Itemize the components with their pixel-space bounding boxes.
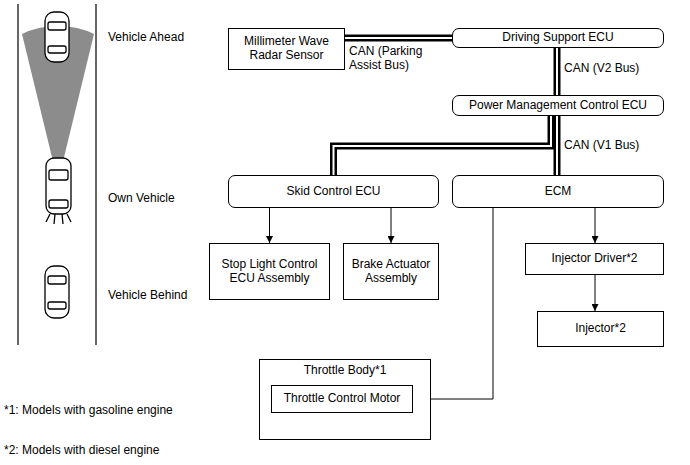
signal-line [269, 208, 270, 243]
signal-line [595, 275, 596, 311]
component-box: Stop Light Control ECU Assembly [209, 243, 330, 300]
box-label: Driving Support ECU [502, 31, 613, 45]
ecu-box: Power Management Control ECU [452, 95, 664, 116]
bus-gap [334, 116, 552, 175]
can-bus-line [557, 116, 558, 175]
box-label: Throttle Body*1 [304, 364, 387, 378]
vehicle-behind-figure [45, 266, 69, 318]
bus-outer [334, 116, 552, 175]
vehicle-label: Vehicle Ahead [108, 31, 184, 45]
road-edge [95, 4, 96, 345]
radar-sensor-box: Millimeter Wave Radar Sensor [228, 28, 345, 70]
bus-outer [554, 48, 561, 95]
bus-gap [556, 116, 558, 175]
throttle-body-box: Throttle Body*1Throttle Control Motor [259, 359, 431, 440]
box-label: Stop Light Control ECU Assembly [214, 258, 325, 286]
signal-line [391, 208, 392, 243]
vehicle-label: Own Vehicle [108, 192, 175, 206]
bus-gap [345, 37, 452, 39]
footnote: *2: Models with diesel engine [4, 444, 159, 458]
signal-arrow [391, 208, 392, 243]
bus-gap [556, 48, 558, 95]
box-label: Millimeter Wave Radar Sensor [233, 35, 340, 63]
box-label: Brake Actuator Assembly [348, 258, 434, 286]
component-box: Injector*2 [537, 311, 664, 347]
bus-outer [345, 35, 452, 42]
bus-outer [554, 116, 561, 175]
box-label: ECM [545, 185, 572, 199]
signal-line [595, 208, 596, 243]
vehicle-ahead-figure [45, 12, 69, 62]
signal-arrow [595, 275, 596, 311]
road-edge [17, 4, 18, 345]
component-box: Injector Driver*2 [525, 243, 664, 275]
vehicle-label: Vehicle Behind [108, 289, 187, 303]
ecu-box: Driving Support ECU [452, 28, 664, 48]
signal-arrow [595, 208, 596, 243]
footnote: *1: Models with gasoline engine [4, 404, 173, 418]
box-label: Throttle Control Motor [284, 392, 401, 406]
can-bus-line [345, 38, 452, 39]
own-vehicle-figure [46, 158, 71, 224]
box-label: Injector Driver*2 [551, 252, 637, 266]
ecu-box: ECM [452, 175, 664, 208]
bus-label: CAN (V2 Bus) [563, 62, 665, 76]
ecu-box: Skid Control ECU [228, 175, 439, 208]
component-box: Brake Actuator Assembly [343, 243, 439, 300]
bus-label: CAN (Parking Assist Bus) [348, 45, 450, 73]
box-label: Power Management Control ECU [469, 99, 647, 113]
bus-label: CAN (V1 Bus) [563, 139, 665, 153]
can-bus-line [334, 116, 552, 175]
can-bus-line [557, 48, 558, 95]
box-label: Injector*2 [575, 322, 626, 336]
box-label: Skid Control ECU [286, 185, 380, 199]
signal-arrow [269, 208, 270, 243]
motor-box: Throttle Control Motor [271, 385, 413, 413]
